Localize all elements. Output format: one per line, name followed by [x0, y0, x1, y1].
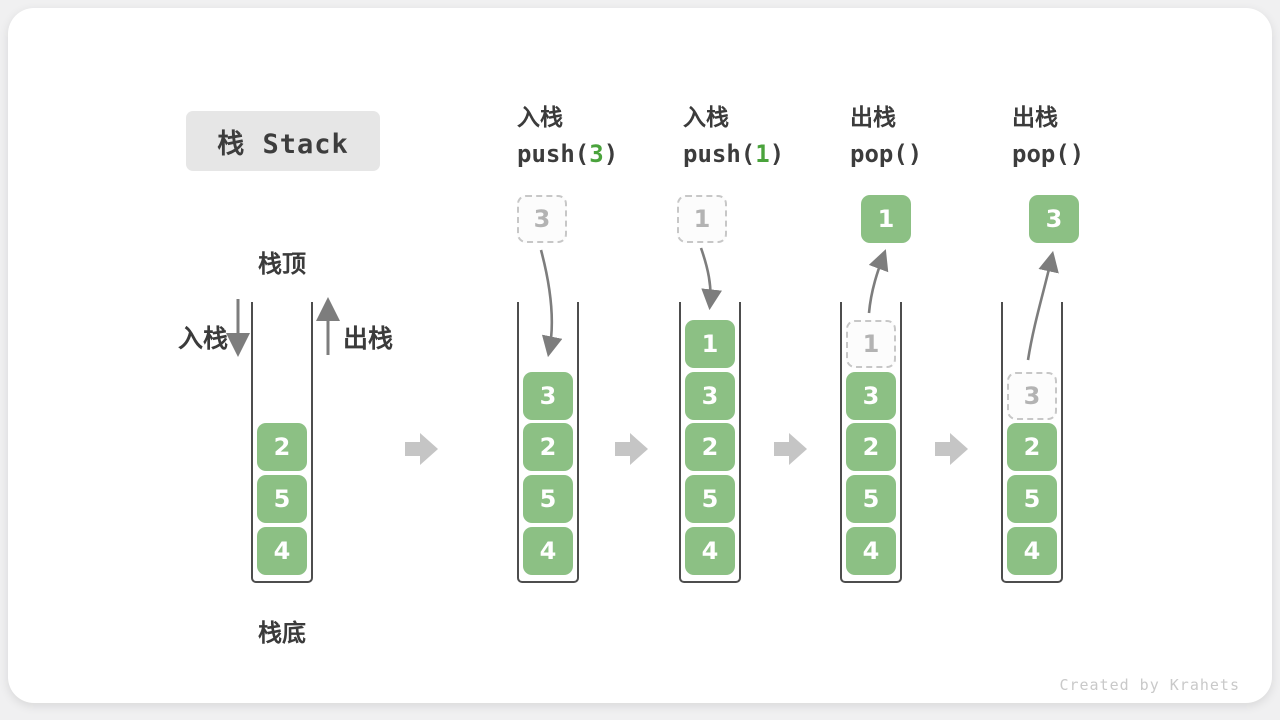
op-arg: 1 — [755, 140, 770, 168]
op-caption-push-1: 入栈 push(1) — [683, 104, 784, 167]
op-caption-cn: 入栈 — [683, 104, 729, 130]
stack-after-push-1: 1 3 2 5 4 — [679, 302, 741, 583]
stack-element: 2 — [685, 423, 735, 471]
pop-label: 出栈 — [343, 325, 394, 353]
op-caption-pop-3: 出栈 pop() — [1012, 104, 1084, 167]
floating-push-value: 1 — [677, 195, 727, 243]
stack-ghost-element: 1 — [846, 320, 896, 368]
diagram-title-text: 栈 Stack — [217, 128, 349, 160]
stack-element: 5 — [523, 475, 573, 523]
push-1-motion-arrow-icon — [699, 247, 722, 311]
op-arg: 3 — [589, 140, 604, 168]
op-caption-cn: 出栈 — [1012, 104, 1058, 130]
stack-element: 4 — [523, 527, 573, 575]
stack-top-label: 栈顶 — [258, 251, 306, 278]
op-caption-code: pop() — [850, 142, 922, 166]
op-close: ) — [603, 140, 619, 168]
stack-ghost-element: 3 — [1007, 372, 1057, 420]
step-arrow-icon — [774, 433, 807, 465]
stack-element: 5 — [257, 475, 307, 523]
stack-element: 2 — [1007, 423, 1057, 471]
op-fn: push( — [517, 140, 590, 168]
push-label: 入栈 — [178, 325, 229, 353]
step-arrow-icon — [935, 433, 968, 465]
stack-element: 4 — [257, 527, 307, 575]
op-fn: pop() — [850, 140, 923, 168]
diagram-card: 栈 Stack 栈顶 栈底 入栈 出栈 入栈 push(3) 入栈 push(1… — [8, 8, 1272, 703]
stack-element: 5 — [685, 475, 735, 523]
op-fn: push( — [683, 140, 756, 168]
diagram-title: 栈 Stack — [186, 111, 380, 171]
op-caption-code: push(3) — [517, 142, 618, 166]
watermark: Created by Krahets — [1059, 676, 1240, 694]
stack-element: 2 — [257, 423, 307, 471]
op-caption-push-3: 入栈 push(3) — [517, 104, 618, 167]
step-arrow-icon — [615, 433, 648, 465]
op-caption-cn: 入栈 — [517, 104, 563, 130]
step-arrow-icon — [405, 433, 438, 465]
stack-element: 3 — [523, 372, 573, 420]
op-caption-code: push(1) — [683, 142, 784, 166]
stack-element: 5 — [1007, 475, 1057, 523]
stack-initial: 2 5 4 — [251, 302, 313, 583]
stack-element: 4 — [1007, 527, 1057, 575]
stack-element: 5 — [846, 475, 896, 523]
stack-element: 4 — [846, 527, 896, 575]
stack-after-pop-3: 3 2 5 4 — [1001, 302, 1063, 583]
stack-after-pop-1: 1 3 2 5 4 — [840, 302, 902, 583]
op-close: ) — [769, 140, 785, 168]
op-caption-pop-1: 出栈 pop() — [850, 104, 922, 167]
op-fn: pop() — [1012, 140, 1085, 168]
stack-element: 3 — [685, 372, 735, 420]
stack-element: 2 — [523, 423, 573, 471]
floating-push-value: 3 — [517, 195, 567, 243]
stack-after-push-3: 3 2 5 4 — [517, 302, 579, 583]
op-caption-cn: 出栈 — [850, 104, 896, 130]
stack-element: 4 — [685, 527, 735, 575]
floating-popped-value: 3 — [1029, 195, 1079, 243]
op-caption-code: pop() — [1012, 142, 1084, 166]
stack-element: 2 — [846, 423, 896, 471]
stack-element: 1 — [685, 320, 735, 368]
stack-element: 3 — [846, 372, 896, 420]
floating-popped-value: 1 — [861, 195, 911, 243]
stack-bottom-label: 栈底 — [258, 620, 306, 647]
